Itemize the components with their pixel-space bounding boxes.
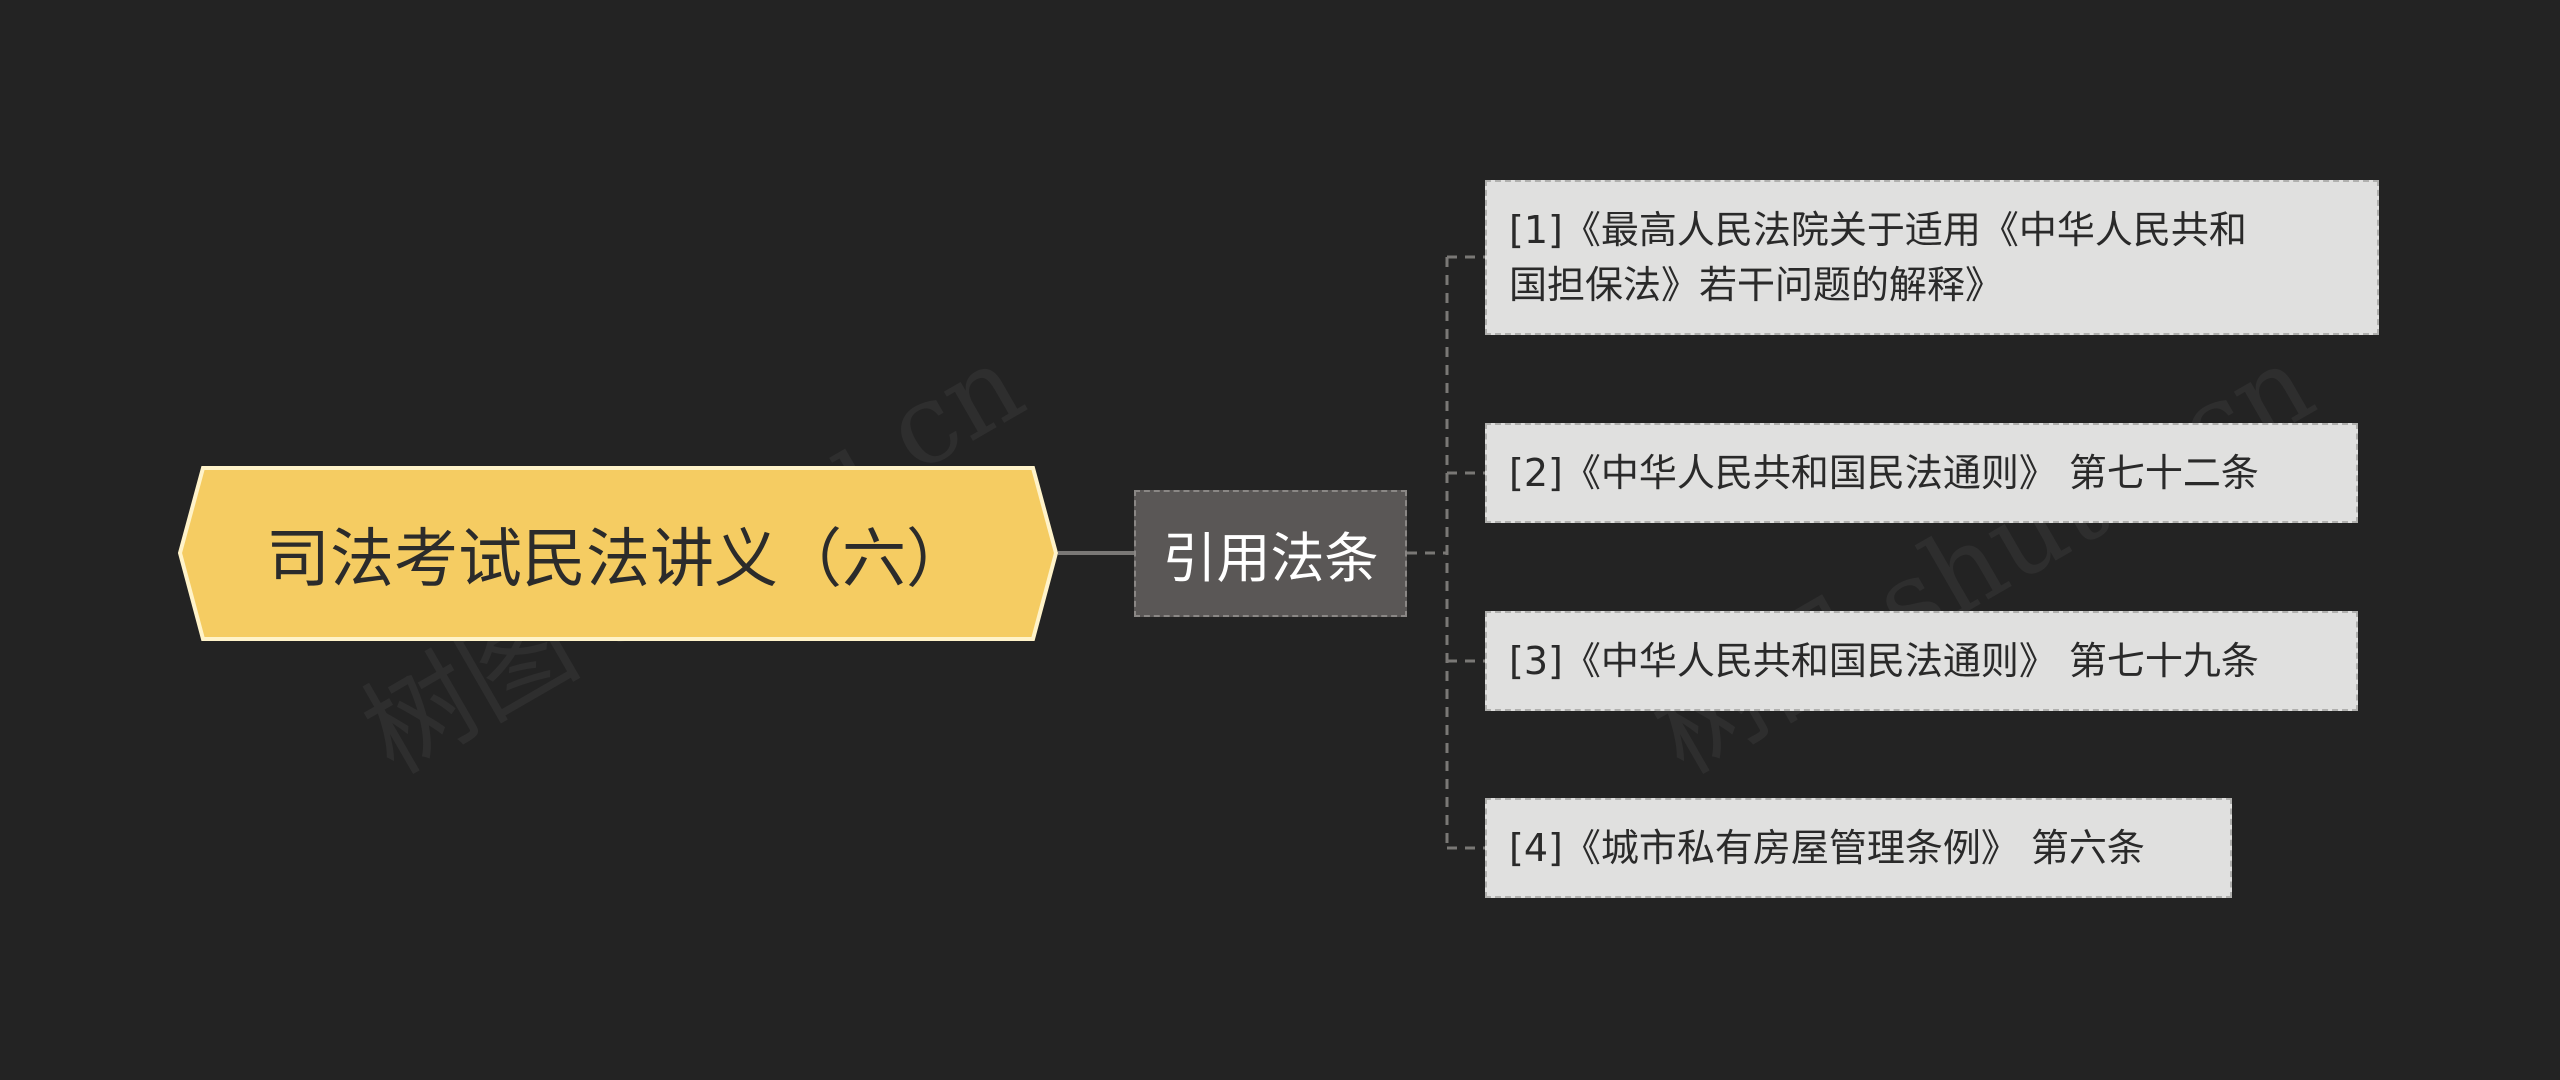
root-node-label: 司法考试民法讲义（六） xyxy=(266,522,970,597)
leaf-node-1[interactable]: [1]《最高人民法院关于适用《中华人民共和 国担保法》若干问题的解释》 xyxy=(1485,180,2379,335)
leaf-node-3-label: [3]《中华人民共和国民法通则》 第七十九条 xyxy=(1509,638,2259,683)
leaf-node-1-text: [1]《最高人民法院关于适用《中华人民共和 国担保法》若干问题的解释》 xyxy=(1509,203,2247,313)
leaf-node-4[interactable]: [4]《城市私有房屋管理条例》 第六条 xyxy=(1485,798,2232,898)
root-node-shape xyxy=(178,466,1058,641)
branch-node-citations[interactable]: 引用法条 xyxy=(1134,490,1407,617)
leaf-node-2[interactable]: [2]《中华人民共和国民法通则》 第七十二条 xyxy=(1485,423,2358,523)
leaf-node-1-line-1: [1]《最高人民法院关于适用《中华人民共和 xyxy=(1509,207,2247,252)
root-node[interactable]: 司法考试民法讲义（六） xyxy=(178,466,1058,641)
leaf-node-3[interactable]: [3]《中华人民共和国民法通则》 第七十九条 xyxy=(1485,611,2358,711)
leaf-node-2-label: [2]《中华人民共和国民法通则》 第七十二条 xyxy=(1509,450,2259,495)
leaf-node-1-line-2: 国担保法》若干问题的解释》 xyxy=(1509,262,2004,307)
leaf-node-4-label: [4]《城市私有房屋管理条例》 第六条 xyxy=(1509,825,2145,870)
